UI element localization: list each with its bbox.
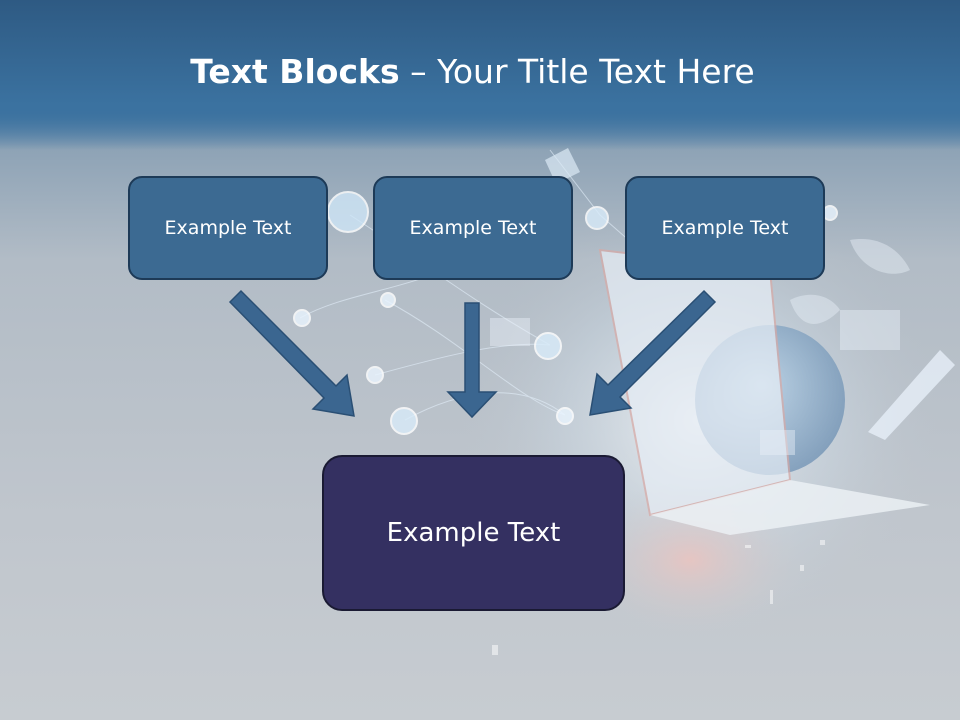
- text-block-left-label: Example Text: [164, 217, 292, 239]
- title-dash: –: [399, 52, 438, 91]
- text-block-right[interactable]: Example Text: [625, 176, 825, 280]
- text-block-left[interactable]: Example Text: [128, 176, 328, 280]
- header-band: [0, 0, 960, 150]
- main-text-block-label: Example Text: [386, 518, 561, 548]
- text-block-right-label: Example Text: [661, 217, 789, 239]
- title-rest: Your Title Text Here: [437, 52, 755, 91]
- text-block-center[interactable]: Example Text: [373, 176, 573, 280]
- arrow-center: [446, 302, 498, 419]
- text-block-center-label: Example Text: [409, 217, 537, 239]
- arrow-left: [228, 289, 355, 417]
- main-text-block[interactable]: Example Text: [322, 455, 625, 611]
- arrow-right: [589, 289, 717, 416]
- title-bold: Text Blocks: [190, 52, 400, 91]
- slide-title: Text Blocks – Your Title Text Here: [0, 52, 945, 91]
